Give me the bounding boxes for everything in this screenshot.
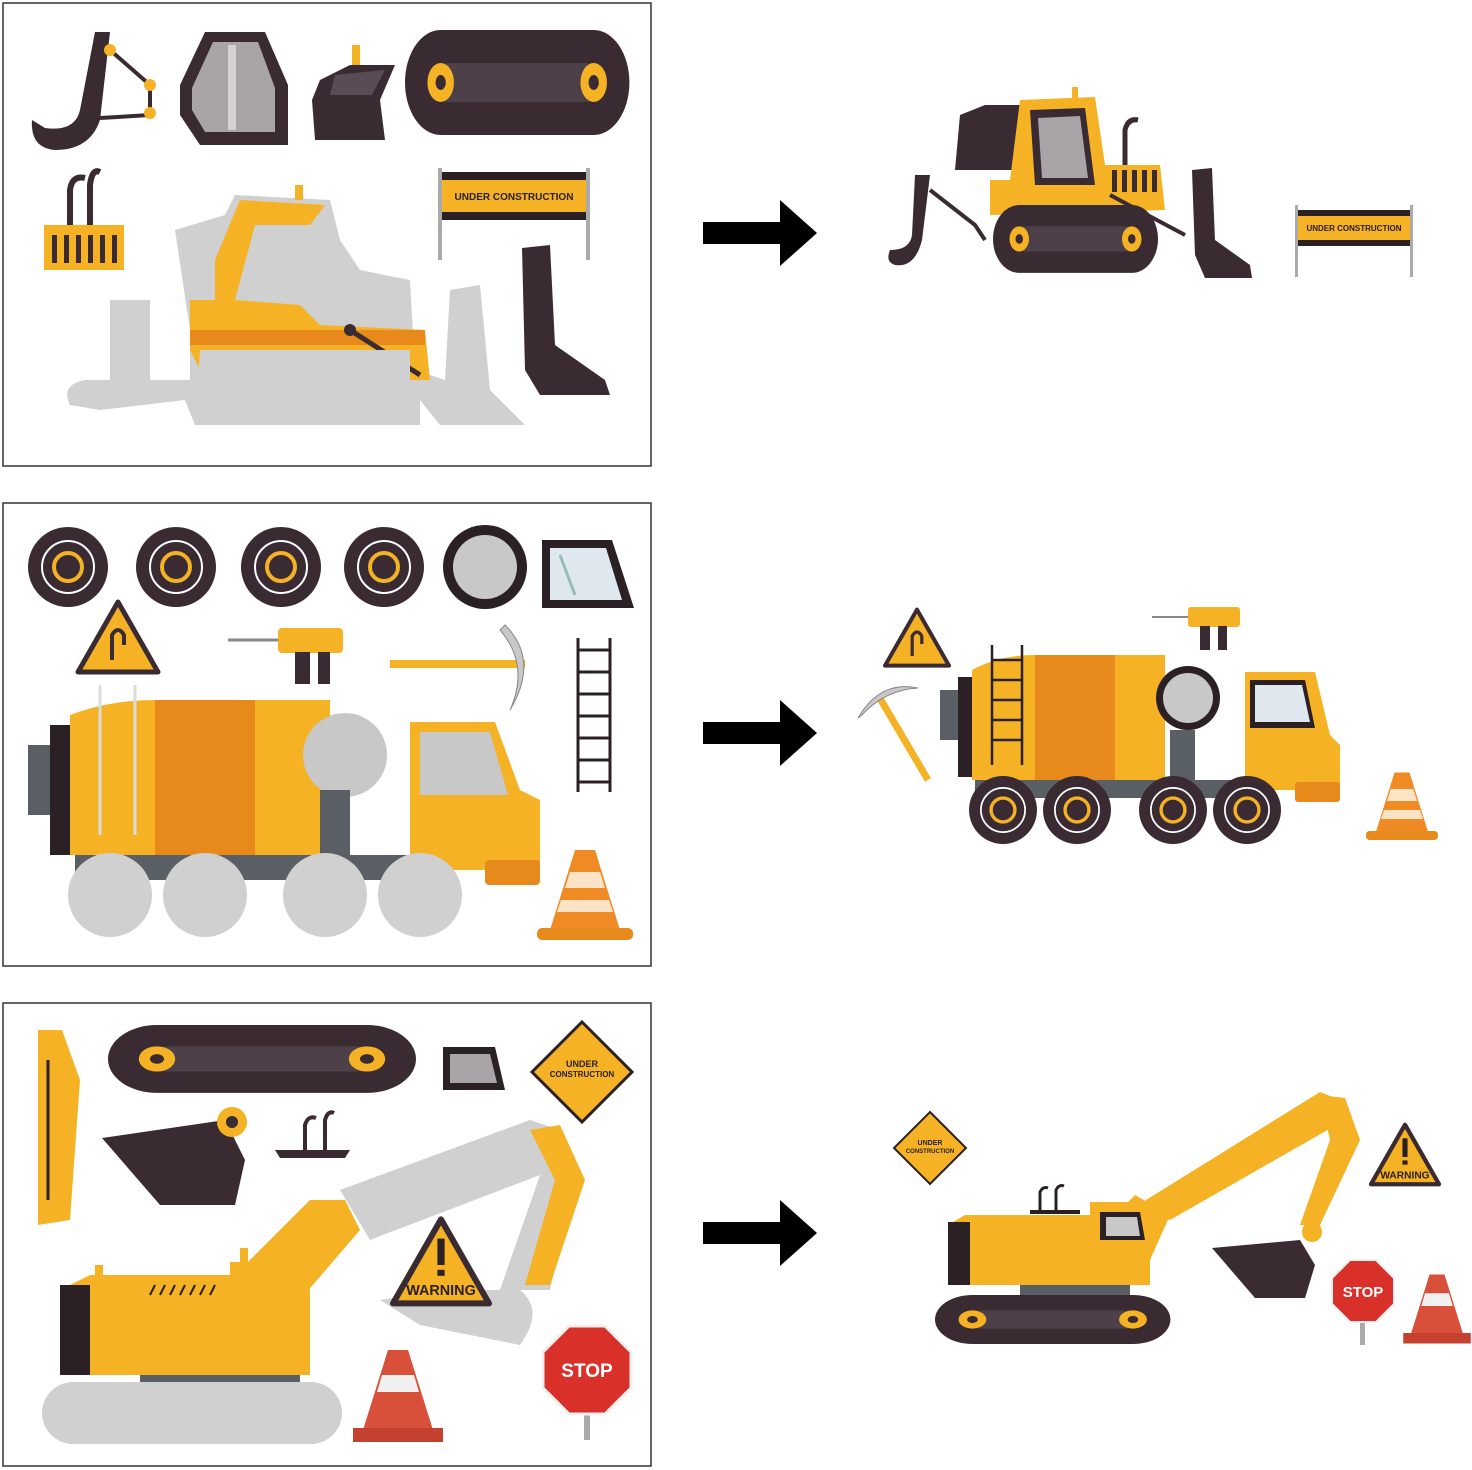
- under-construction-diamond-sign: UNDER CONSTRUCTION: [529, 1019, 635, 1125]
- under-construction-barrier: UNDER CONSTRUCTION: [438, 168, 590, 260]
- exhaust-piece: [275, 1110, 350, 1158]
- arrow-right-icon: [703, 1200, 817, 1266]
- assembled-mixer-truck: [940, 645, 1340, 846]
- assembled-barrier: UNDER CONSTRUCTION: [1295, 205, 1413, 277]
- truck-window-piece: [542, 540, 634, 608]
- assembled-cone-red: [1403, 1274, 1471, 1344]
- diamond-label-line2: CONSTRUCTION: [550, 1070, 615, 1079]
- diamond-label-line1: UNDER: [566, 1059, 599, 1069]
- drum-cap-piece: [443, 525, 527, 609]
- ladder-piece: [576, 638, 612, 792]
- excavator-track-piece: [108, 1025, 416, 1093]
- dozer-blade-piece: [522, 245, 610, 395]
- engine-hood-piece: [312, 45, 395, 140]
- warning-label: WARNING: [406, 1283, 476, 1299]
- assembled-stop-sign: STOP: [1331, 1259, 1395, 1345]
- cab-window-piece: [180, 32, 288, 145]
- excavator-window-piece: [443, 1047, 505, 1090]
- diamond-label-line2: CONSTRUCTION: [906, 1149, 954, 1155]
- cone-piece-red: [353, 1350, 443, 1442]
- mixer-truck-base-sticker: [28, 685, 540, 937]
- assembled-traffic-cone: [1366, 772, 1438, 840]
- bucket-piece: [102, 1107, 247, 1205]
- exhaust-grille-piece: [44, 168, 124, 270]
- assembled-pickaxe: [857, 686, 932, 782]
- excavator-base-sticker: [42, 1120, 585, 1444]
- arm-piece: [38, 1030, 80, 1225]
- drill-piece: [228, 628, 343, 684]
- bulldozer-ripper-piece: [31, 32, 156, 150]
- barrier-label: UNDER CONSTRUCTION: [1306, 224, 1401, 233]
- warning-label: WARNING: [1380, 1170, 1429, 1181]
- assembled-excavator: [935, 1092, 1360, 1344]
- assembled-warning-sign: WARNING: [1371, 1125, 1439, 1185]
- assembled-bulldozer: [888, 87, 1252, 278]
- track-piece: [405, 30, 630, 135]
- stop-label: STOP: [1343, 1284, 1384, 1301]
- pickaxe-piece: [390, 624, 525, 711]
- barrier-label: UNDER CONSTRUCTION: [455, 192, 574, 203]
- assembled-drill: [1152, 607, 1240, 650]
- stop-sign-piece: STOP: [541, 1324, 633, 1440]
- arrow-right-icon: [703, 200, 817, 266]
- bulldozer-base-sticker: [67, 185, 526, 425]
- diamond-label-line1: UNDER: [918, 1140, 943, 1147]
- assembled-diamond-sign: UNDER CONSTRUCTION: [892, 1110, 968, 1186]
- arrow-right-icon: [703, 700, 817, 766]
- turn-sign-piece: [78, 602, 158, 672]
- warning-sign-piece: WARNING: [393, 1219, 489, 1303]
- assembled-turn-sign: [885, 610, 949, 666]
- stop-label: STOP: [561, 1361, 613, 1382]
